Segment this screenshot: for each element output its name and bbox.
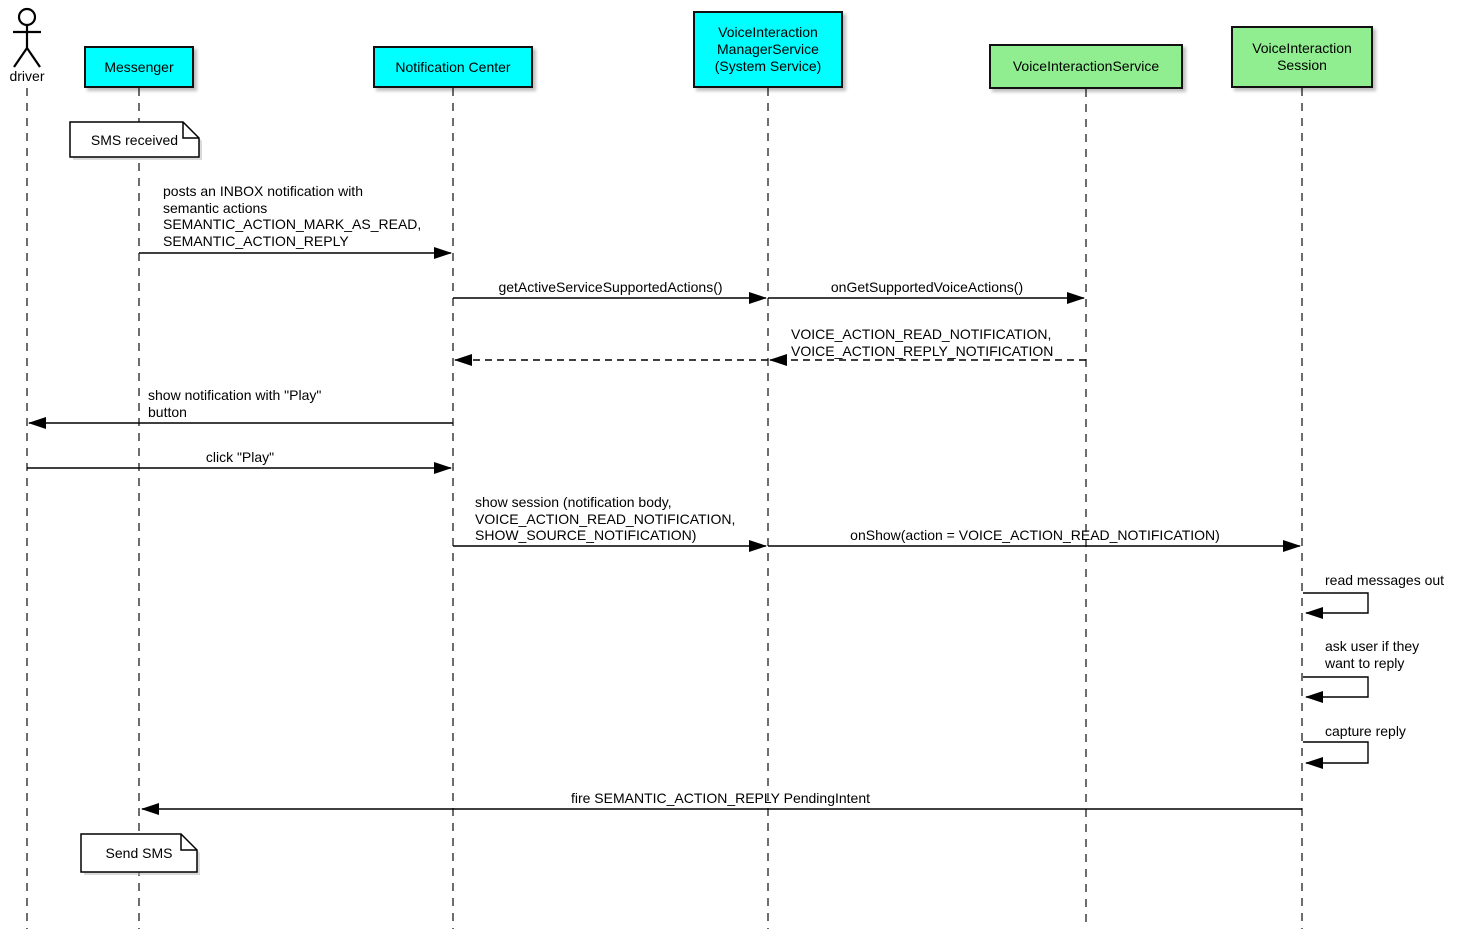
actor-figure [13, 7, 41, 68]
note-shapes [69, 121, 202, 875]
message-label-capture-reply: capture reply [1325, 723, 1406, 739]
arrow-self-capture-reply [1303, 741, 1369, 769]
note-sms-received-fold [182, 122, 199, 139]
participant-notification-center: Notification Center [373, 46, 533, 88]
message-label-click-play: click "Play" [205, 449, 275, 465]
note-send-sms: Send SMS [105, 845, 173, 861]
message-label-on-show: onShow(action = VOICE_ACTION_READ_NOTIFI… [850, 527, 1220, 543]
arrow-self-read-messages-out [1303, 592, 1369, 619]
message-label-show-notification-play: show notification with "Play" button [148, 387, 322, 420]
participant-voiceinteraction-managerservice: VoiceInteraction ManagerService (System … [693, 11, 843, 88]
message-label-get-active-service-supported-actions: getActiveServiceSupportedActions() [498, 279, 723, 295]
participant-voiceinteraction-session: VoiceInteraction Session [1231, 26, 1373, 88]
message-label-ask-user-reply: ask user if they want to reply [1325, 638, 1420, 671]
participant-voiceinteractionservice: VoiceInteractionService [989, 44, 1183, 89]
message-arrows [27, 247, 1369, 815]
message-label-posts-inbox-notification: posts an INBOX notification with semanti… [163, 183, 422, 249]
participant-messenger: Messenger [84, 46, 194, 88]
actor-driver-label: driver [9, 68, 45, 84]
note-sms-received: SMS received [90, 131, 179, 148]
arrow-self-ask-user-reply [1303, 676, 1369, 703]
note-send-sms-shape [80, 833, 198, 873]
message-label-fire-semantic-action-reply: fire SEMANTIC_ACTION_REPLY PendingIntent [570, 790, 871, 806]
note-sms-received-shape [69, 121, 200, 158]
message-label-show-session: show session (notification body, VOICE_A… [475, 494, 736, 543]
message-label-on-get-supported-voice-actions: onGetSupportedVoiceActions() [830, 279, 1024, 295]
message-label-read-messages-out: read messages out [1325, 572, 1445, 588]
note-send-sms-fold [180, 834, 197, 851]
lifelines [26, 88, 1303, 929]
message-label-return-voice-actions: VOICE_ACTION_READ_NOTIFICATION, VOICE_AC… [791, 326, 1054, 359]
